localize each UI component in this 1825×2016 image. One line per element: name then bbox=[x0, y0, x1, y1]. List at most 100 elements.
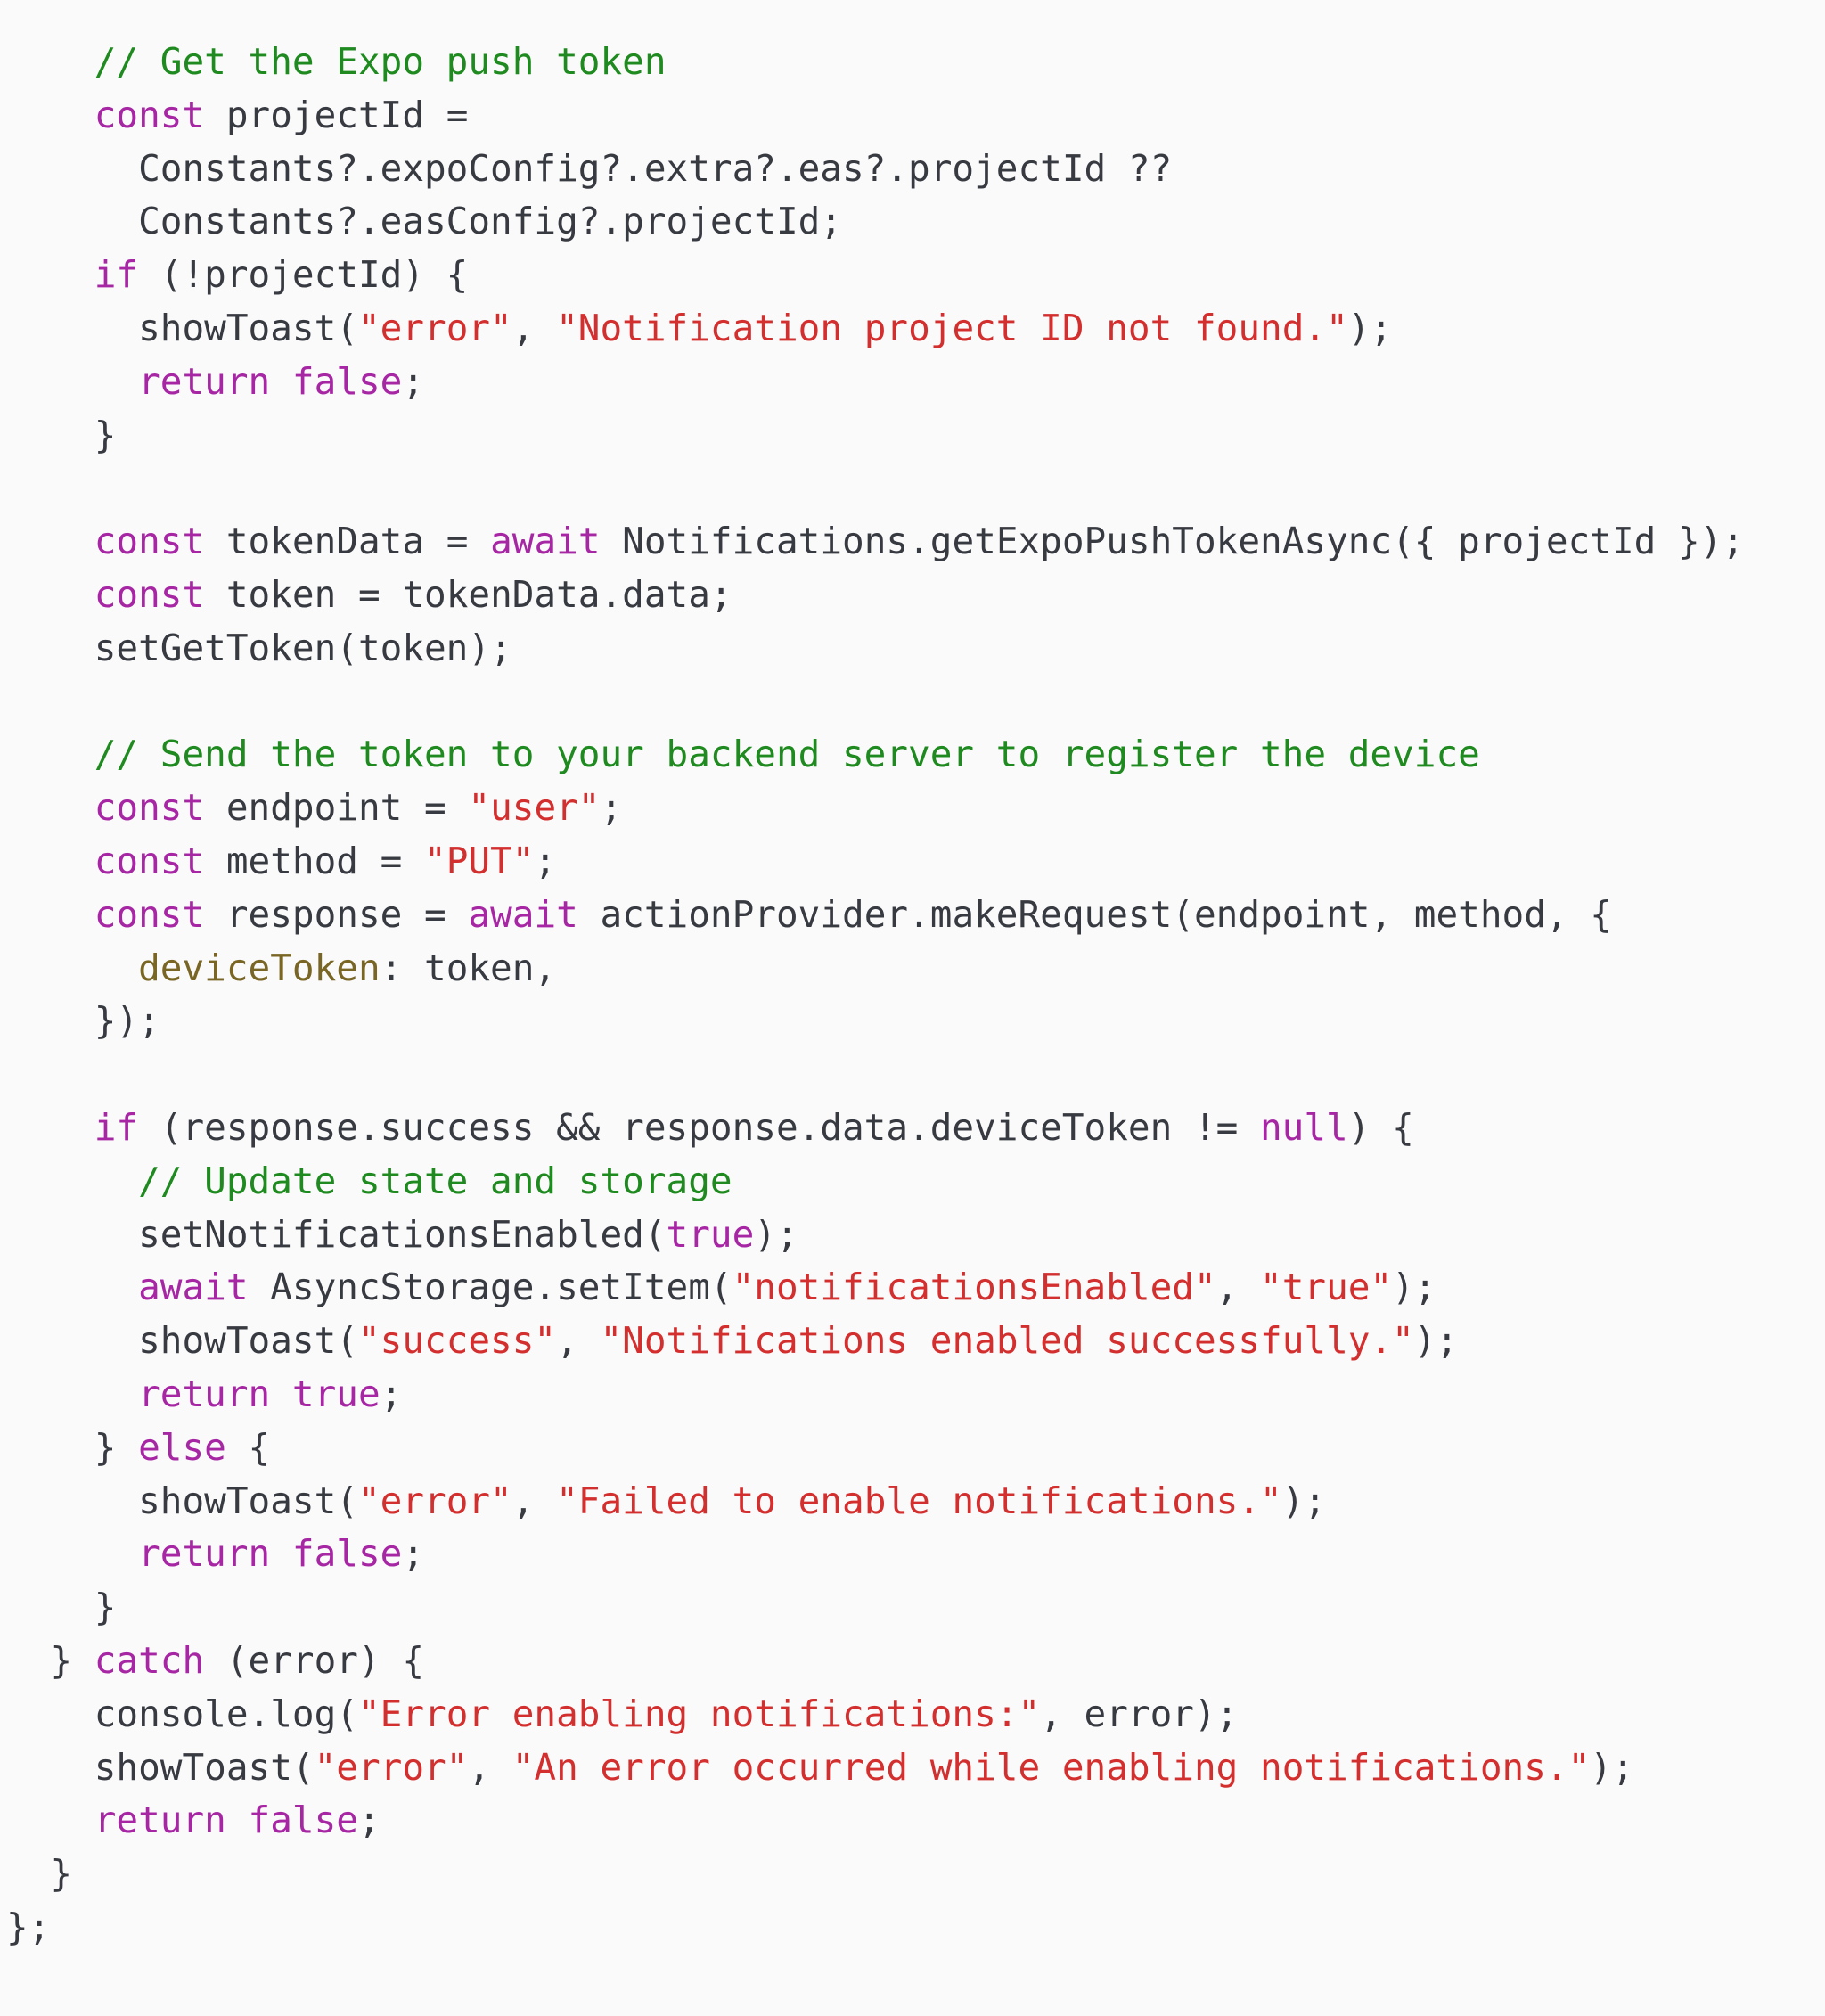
code-token-string: "error" bbox=[357, 306, 512, 349]
code-line: showToast("error", "Failed to enable not… bbox=[6, 1475, 1825, 1528]
code-token-keyword: return bbox=[6, 359, 271, 403]
code-token-plain: }; bbox=[6, 1905, 51, 1948]
code-token-plain: } bbox=[6, 1586, 117, 1629]
code-token-plain: ); bbox=[1590, 1745, 1634, 1789]
code-token-plain: console.log( bbox=[6, 1692, 358, 1735]
code-token-keyword: return bbox=[6, 1532, 271, 1576]
code-token-plain: setNotificationsEnabled( bbox=[6, 1212, 667, 1256]
code-token-plain: , bbox=[468, 1745, 512, 1789]
code-token-plain: Constants?.expoConfig?.extra?.eas?.proje… bbox=[6, 146, 1173, 190]
code-token-keyword: else bbox=[138, 1425, 226, 1469]
code-token-plain: tokenData = bbox=[204, 520, 491, 563]
code-line: return false; bbox=[6, 356, 1825, 409]
code-line: showToast("error", "An error occurred wh… bbox=[6, 1741, 1825, 1795]
code-token-plain: ; bbox=[357, 1799, 381, 1842]
code-token-plain: , error); bbox=[1040, 1692, 1239, 1735]
code-token-keyword: await bbox=[6, 1266, 249, 1309]
code-token-plain: , bbox=[511, 306, 557, 349]
code-token-plain: : token, bbox=[380, 946, 557, 989]
code-token-plain: (response.success && response.data.devic… bbox=[138, 1105, 1260, 1149]
code-token-plain bbox=[270, 360, 292, 403]
code-line: if (!projectId) { bbox=[6, 249, 1825, 302]
code-token-plain: }); bbox=[6, 999, 160, 1043]
code-line: if (response.success && response.data.de… bbox=[6, 1102, 1825, 1155]
code-line: Constants?.easConfig?.projectId; bbox=[6, 195, 1825, 249]
code-line: const response = await actionProvider.ma… bbox=[6, 889, 1825, 942]
code-line: deviceToken: token, bbox=[6, 942, 1825, 996]
code-token-plain: actionProvider.makeRequest(endpoint, met… bbox=[577, 892, 1612, 936]
code-line: const tokenData = await Notifications.ge… bbox=[6, 515, 1825, 569]
code-line: } bbox=[6, 409, 1825, 463]
code-token-plain: ) { bbox=[1347, 1105, 1414, 1149]
code-token-comment: // Send the token to your backend server… bbox=[6, 733, 1480, 776]
code-line: showToast("success", "Notifications enab… bbox=[6, 1315, 1825, 1368]
code-token-string: "true" bbox=[1260, 1266, 1393, 1309]
code-line: } bbox=[6, 1848, 1825, 1901]
code-token-keyword: const bbox=[6, 892, 205, 936]
code-token-string: "Notifications enabled successfully." bbox=[600, 1319, 1414, 1363]
code-token-plain: showToast( bbox=[6, 1479, 358, 1522]
code-line: } bbox=[6, 1581, 1825, 1635]
code-token-plain: endpoint = bbox=[204, 786, 469, 830]
code-line: setGetToken(token); bbox=[6, 622, 1825, 676]
code-token-string: "notificationsEnabled" bbox=[732, 1266, 1216, 1309]
code-token-plain: showToast( bbox=[6, 1319, 358, 1363]
code-token-keyword: const bbox=[6, 572, 205, 616]
code-token-property: deviceToken bbox=[138, 946, 381, 989]
code-line: const projectId = bbox=[6, 89, 1825, 143]
code-token-string: "success" bbox=[357, 1319, 557, 1363]
code-token-plain: (!projectId) { bbox=[138, 253, 469, 297]
code-token-plain: , bbox=[511, 1479, 557, 1522]
code-token-keyword: false bbox=[291, 1532, 403, 1576]
code-line: // Update state and storage bbox=[6, 1155, 1825, 1209]
code-token-keyword: await bbox=[490, 520, 601, 563]
code-token-string: "PUT" bbox=[424, 839, 535, 882]
code-token-string: "user" bbox=[468, 786, 601, 830]
code-line: } else { bbox=[6, 1422, 1825, 1475]
code-token-plain: ); bbox=[1392, 1266, 1436, 1309]
code-token-plain: response = bbox=[204, 892, 469, 936]
code-token-string: "error" bbox=[357, 1479, 512, 1522]
code-token-keyword: null bbox=[1260, 1105, 1348, 1149]
code-token-keyword: if bbox=[6, 1105, 139, 1149]
code-token-plain: } bbox=[6, 413, 117, 456]
code-token-keyword: return bbox=[6, 1799, 226, 1842]
code-token-plain: ); bbox=[1281, 1479, 1327, 1522]
code-token-keyword: false bbox=[248, 1799, 358, 1842]
code-line: }); bbox=[6, 995, 1825, 1048]
code-token-string: "Failed to enable notifications." bbox=[556, 1479, 1282, 1522]
code-token-keyword: const bbox=[6, 839, 205, 882]
code-token-plain: projectId = bbox=[204, 93, 469, 136]
code-token-plain: (error) { bbox=[204, 1638, 425, 1682]
code-token-plain: ; bbox=[402, 359, 425, 403]
code-line: const method = "PUT"; bbox=[6, 835, 1825, 889]
code-token-plain: method = bbox=[204, 839, 425, 882]
code-line: // Get the Expo push token bbox=[6, 36, 1825, 89]
code-token-plain: ; bbox=[380, 1372, 403, 1415]
code-token-plain: { bbox=[225, 1425, 271, 1469]
code-token-string: "Error enabling notifications:" bbox=[357, 1692, 1041, 1735]
code-token-plain: ); bbox=[754, 1212, 798, 1256]
code-token-plain bbox=[270, 1373, 292, 1415]
code-token-keyword: true bbox=[666, 1212, 755, 1256]
code-line: Constants?.expoConfig?.extra?.eas?.proje… bbox=[6, 143, 1825, 196]
code-line: console.log("Error enabling notification… bbox=[6, 1688, 1825, 1741]
code-token-plain: Notifications.getExpoPushTokenAsync({ pr… bbox=[600, 520, 1745, 563]
code-token-plain: showToast( bbox=[6, 1745, 315, 1789]
code-token-keyword: await bbox=[468, 892, 578, 936]
code-token-keyword: const bbox=[6, 786, 205, 830]
code-token-string: "error" bbox=[314, 1745, 469, 1789]
code-line bbox=[6, 462, 1825, 515]
code-token-plain bbox=[270, 1532, 292, 1575]
code-token-plain: showToast( bbox=[6, 306, 358, 349]
code-line: } catch (error) { bbox=[6, 1635, 1825, 1688]
code-token-plain: } bbox=[6, 1425, 139, 1469]
code-token-keyword: if bbox=[6, 253, 139, 297]
code-line bbox=[6, 1048, 1825, 1102]
code-line: return false; bbox=[6, 1794, 1825, 1848]
code-line: showToast("error", "Notification project… bbox=[6, 302, 1825, 356]
code-token-string: "Notification project ID not found." bbox=[556, 306, 1348, 349]
code-line: return true; bbox=[6, 1368, 1825, 1422]
code-line: // Send the token to your backend server… bbox=[6, 728, 1825, 782]
